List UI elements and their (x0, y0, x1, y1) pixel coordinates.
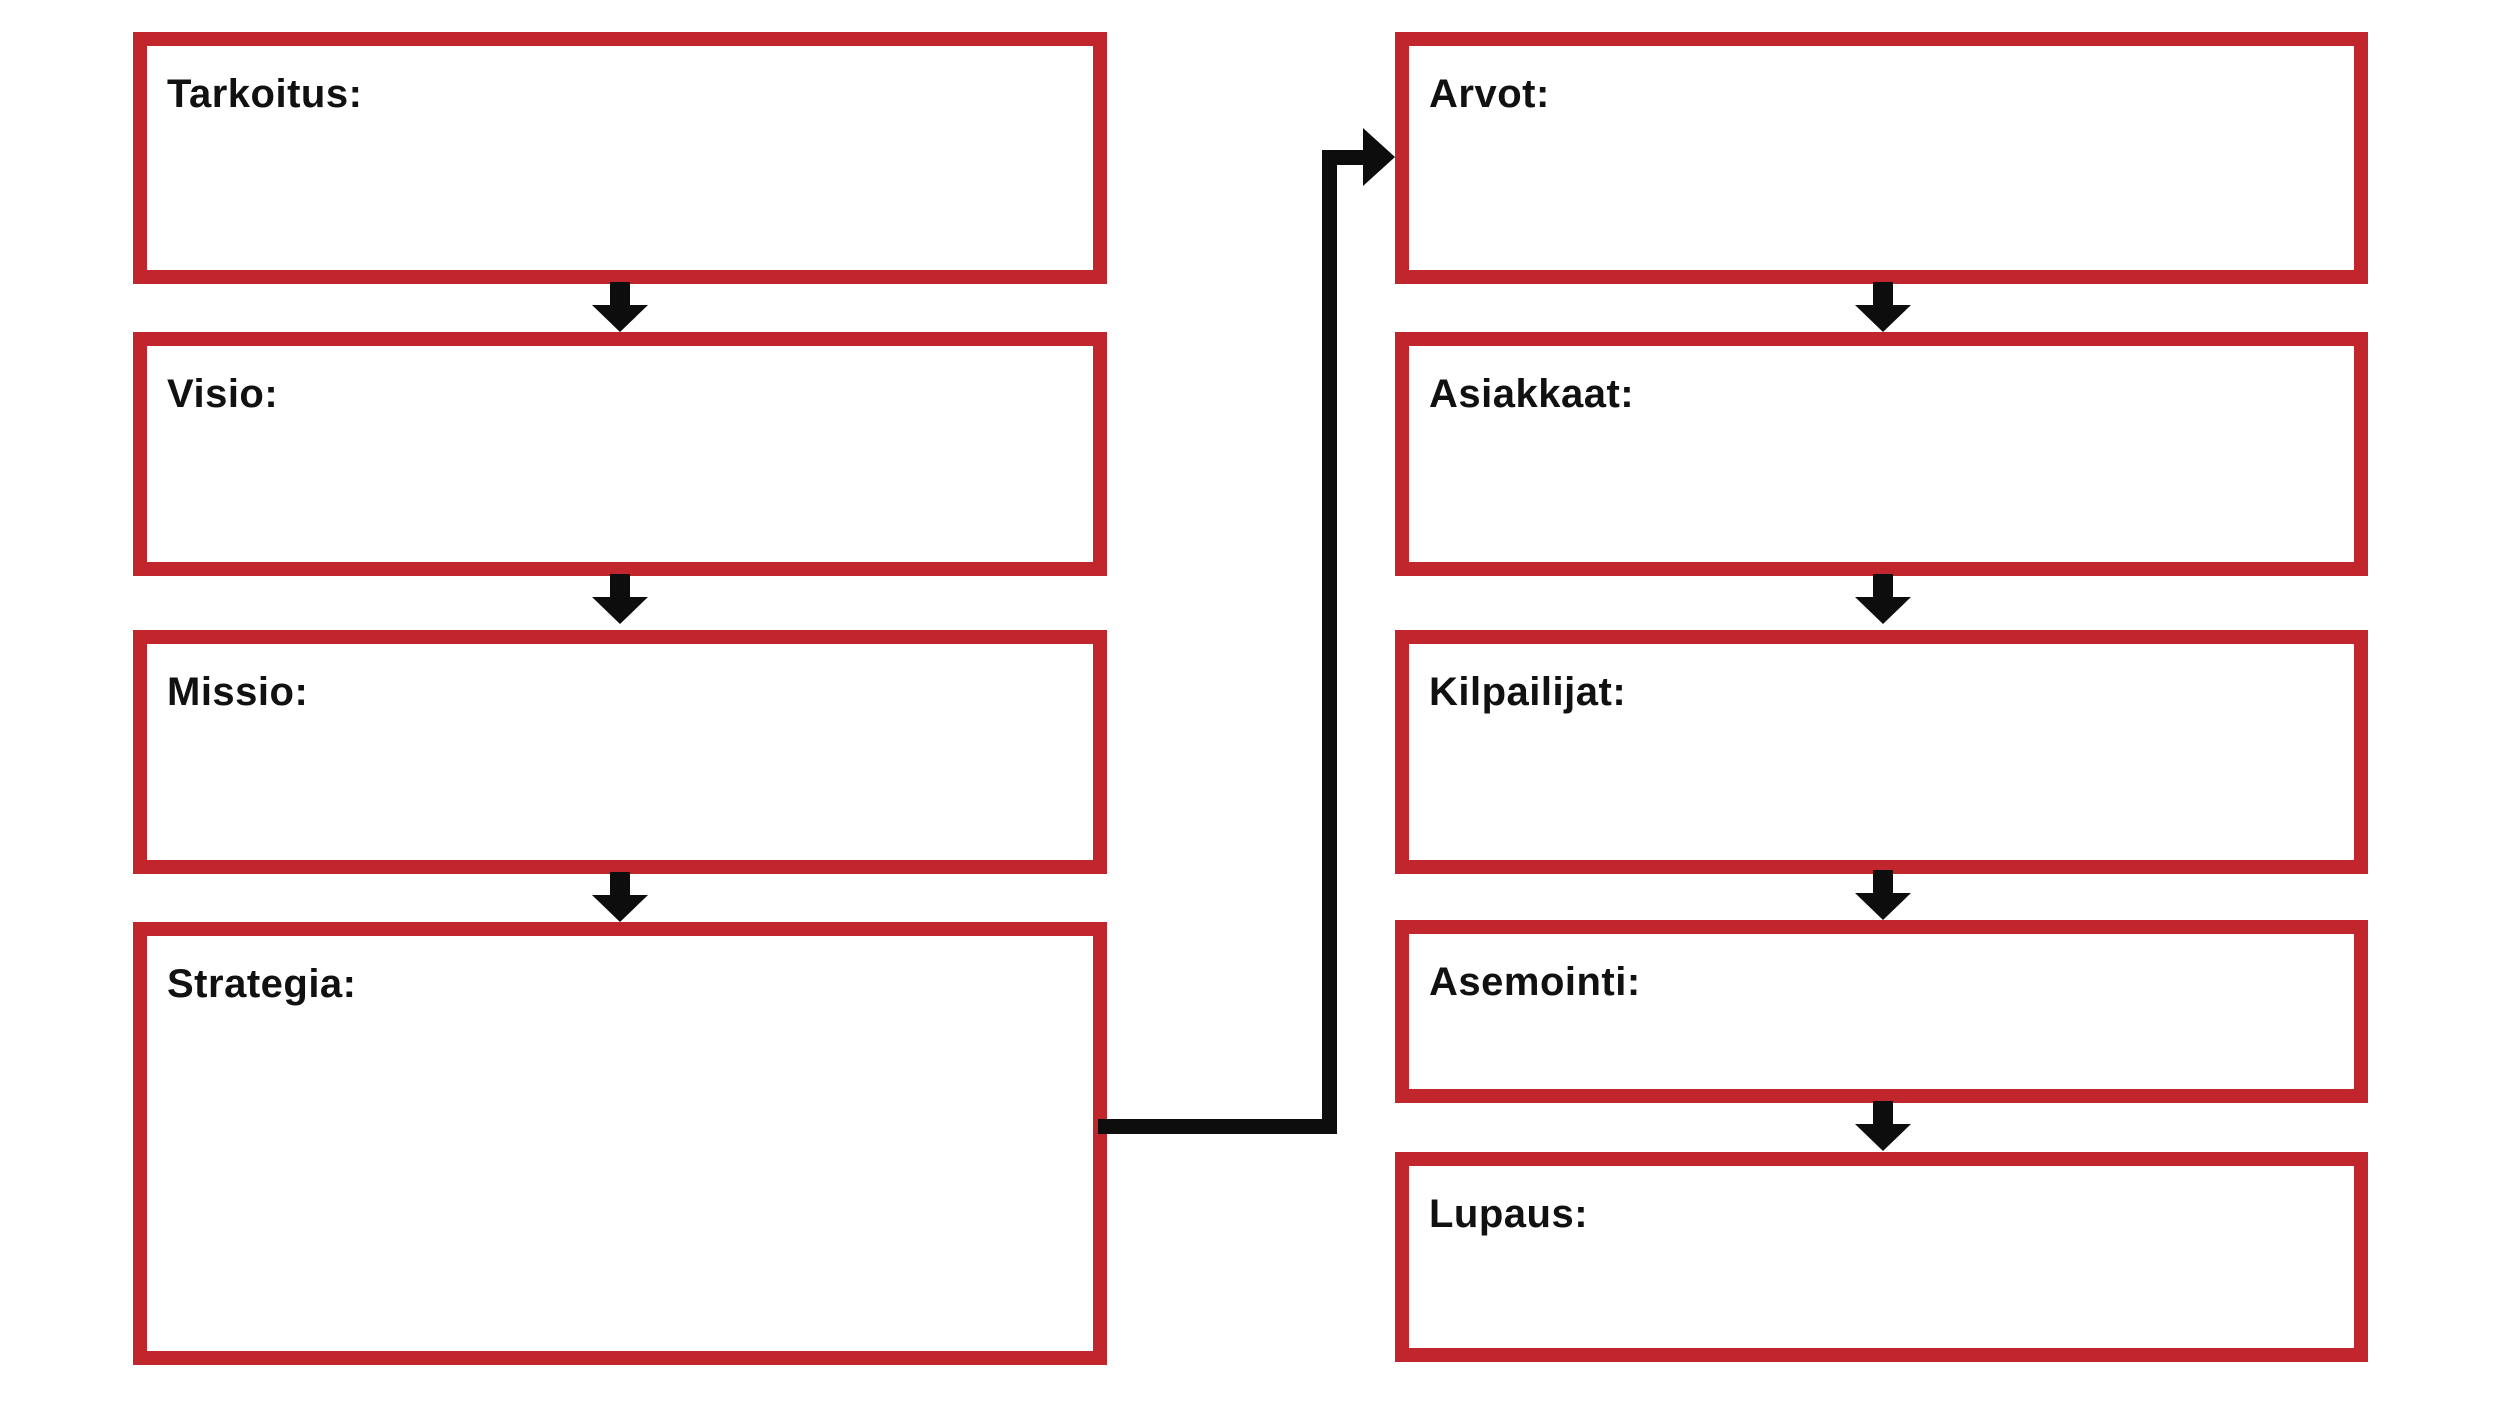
down-arrow-icon-kilpailijat-to-asemointi (1855, 870, 1911, 920)
box-asemointi: Asemointi: (1395, 920, 2368, 1103)
arrow-stem (1873, 282, 1893, 305)
box-arvot-label: Arvot: (1429, 72, 1550, 116)
connector-arrow-head-icon (1363, 128, 1395, 186)
arrow-head (1855, 597, 1911, 624)
arrow-head (1855, 305, 1911, 332)
box-missio-label: Missio: (167, 670, 309, 714)
box-strategia-label: Strategia: (167, 962, 357, 1006)
arrow-head (1855, 893, 1911, 920)
down-arrow-icon-visio-to-missio (592, 574, 648, 624)
arrow-stem (610, 872, 630, 895)
arrow-stem (1873, 1101, 1893, 1124)
down-arrow-icon-missio-to-strategia (592, 872, 648, 922)
down-arrow-icon-asiakkaat-to-kilpailijat (1855, 574, 1911, 624)
box-tarkoitus: Tarkoitus: (133, 32, 1107, 284)
arrow-stem (610, 282, 630, 305)
arrow-head (592, 597, 648, 624)
box-visio-label: Visio: (167, 372, 279, 416)
box-kilpailijat-label: Kilpailijat: (1429, 670, 1627, 714)
box-tarkoitus-label: Tarkoitus: (167, 72, 363, 116)
box-arvot: Arvot: (1395, 32, 2368, 284)
arrow-stem (610, 574, 630, 597)
arrow-head (592, 305, 648, 332)
down-arrow-icon-arvot-to-asiakkaat (1855, 282, 1911, 332)
connector-strategia-horizontal-segment (1098, 1119, 1337, 1134)
box-asemointi-label: Asemointi: (1429, 960, 1641, 1004)
arrow-head (1855, 1124, 1911, 1151)
connector-strategia-vertical-segment (1322, 150, 1337, 1134)
box-asiakkaat: Asiakkaat: (1395, 332, 2368, 576)
box-lupaus: Lupaus: (1395, 1152, 2368, 1362)
connector-arvot-horizontal-segment (1322, 150, 1367, 165)
down-arrow-icon-tarkoitus-to-visio (592, 282, 648, 332)
box-visio: Visio: (133, 332, 1107, 576)
box-strategia: Strategia: (133, 922, 1107, 1365)
arrow-stem (1873, 574, 1893, 597)
box-kilpailijat: Kilpailijat: (1395, 630, 2368, 874)
box-missio: Missio: (133, 630, 1107, 874)
box-asiakkaat-label: Asiakkaat: (1429, 372, 1635, 416)
box-lupaus-label: Lupaus: (1429, 1192, 1589, 1236)
arrow-head (592, 895, 648, 922)
down-arrow-icon-asemointi-to-lupaus (1855, 1101, 1911, 1151)
arrow-stem (1873, 870, 1893, 893)
